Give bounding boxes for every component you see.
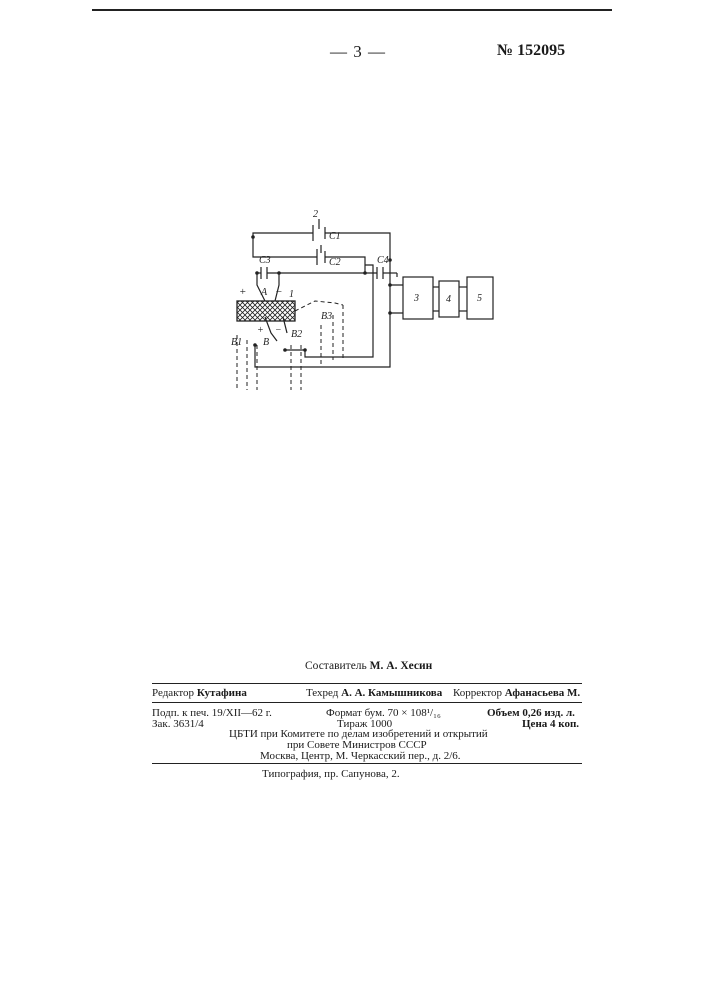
- imprint-rule-bottom: [152, 763, 582, 764]
- block-5-label: 5: [477, 293, 482, 304]
- compiler-line: Составитель М. А. Хесин: [305, 660, 432, 672]
- label-plus-b: +: [257, 325, 264, 336]
- label-b2: B2: [291, 329, 302, 340]
- org-line-3: Москва, Центр, М. Черкасский пер., д. 2/…: [260, 750, 461, 762]
- label-plus-a: +: [239, 286, 246, 298]
- label-c4: C4: [377, 255, 389, 266]
- circuit-schematic: 2 C1 C2 C3 C4 + A − 1 B3 B1 + B − B2 3 4…: [225, 205, 505, 405]
- compiler-label: Составитель: [305, 660, 367, 672]
- label-minus-a: −: [275, 286, 282, 298]
- label-a: A: [260, 287, 268, 298]
- top-rule: [92, 9, 612, 11]
- label-b3: B3: [321, 311, 332, 322]
- label-b1: B1: [231, 337, 242, 348]
- editor-label: Редактор: [152, 687, 194, 699]
- compiler-name: М. А. Хесин: [370, 660, 433, 672]
- label-minus-b: −: [275, 325, 282, 336]
- techred-line: Техред А. А. Камышникова: [306, 687, 442, 699]
- label-b: B: [263, 337, 269, 348]
- price: Цена 4 коп.: [522, 718, 579, 730]
- block-3-label: 3: [413, 293, 419, 304]
- label-c1: C1: [329, 231, 341, 242]
- corrector-name: Афанасьева М.: [505, 687, 580, 699]
- label-1: 1: [289, 289, 294, 300]
- label-c3: C3: [259, 255, 271, 266]
- label-c2: C2: [329, 257, 341, 268]
- editor-line: Редактор Кутафина: [152, 687, 247, 699]
- corrector-label: Корректор: [453, 687, 502, 699]
- editor-name: Кутафина: [197, 687, 247, 699]
- imprint-rule-top: [152, 683, 582, 684]
- block-4-label: 4: [446, 294, 451, 305]
- techred-name: А. А. Камышникова: [341, 687, 442, 699]
- imprint-rule-mid: [152, 702, 582, 703]
- printer: Типография, пр. Сапунова, 2.: [262, 768, 400, 780]
- corrector-line: Корректор Афанасьева М.: [453, 687, 580, 699]
- page-number: — 3 —: [330, 42, 386, 62]
- label-2: 2: [313, 209, 318, 220]
- order-number: Зак. 3631/4: [152, 718, 204, 730]
- patent-number: № 152095: [497, 42, 565, 60]
- techred-label: Техред: [306, 687, 338, 699]
